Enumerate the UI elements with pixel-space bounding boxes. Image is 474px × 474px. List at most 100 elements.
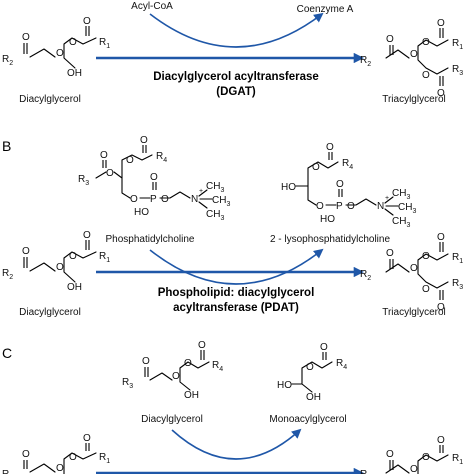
svg-text:O: O xyxy=(437,88,445,99)
svg-text:O: O xyxy=(320,342,328,353)
svg-text:R1: R1 xyxy=(99,251,110,264)
panel-letter-b: B xyxy=(2,138,11,154)
svg-text:OH: OH xyxy=(306,392,321,403)
svg-text:P: P xyxy=(150,194,157,205)
cofactor-out-label: 2 - lysophosphatidylcholine xyxy=(270,234,391,245)
svg-text:O: O xyxy=(437,18,445,29)
cofactor-in-label: Diacylglycerol xyxy=(141,414,203,425)
panel-letter-c: C xyxy=(2,345,12,361)
enzyme-abbreviation: (DGAT) xyxy=(216,86,256,98)
svg-text:O: O xyxy=(312,162,320,173)
svg-text:O: O xyxy=(56,463,64,474)
panel-b: B R3 O O O O R4 O P O HO O N + CH3 CH3 C… xyxy=(2,135,463,318)
svg-text:O: O xyxy=(130,194,138,205)
diacylglycerol-donor-structure: R3 O O O O R4 OH xyxy=(122,340,223,401)
svg-text:P: P xyxy=(336,201,343,212)
svg-text:HO: HO xyxy=(277,380,292,391)
svg-text:HO: HO xyxy=(281,182,296,193)
svg-text:R1: R1 xyxy=(99,452,110,465)
svg-text:O: O xyxy=(336,179,344,190)
svg-text:R1: R1 xyxy=(452,453,463,466)
substrate-label: Diacylglycerol xyxy=(19,307,81,318)
svg-text:O: O xyxy=(347,201,355,212)
svg-text:R4: R4 xyxy=(156,151,167,164)
svg-text:O: O xyxy=(198,340,206,351)
svg-text:O: O xyxy=(184,358,192,369)
cofactor-in-label: Phosphatidylcholine xyxy=(106,234,195,245)
svg-text:O: O xyxy=(56,48,64,59)
svg-text:O: O xyxy=(22,449,30,460)
svg-text:R2: R2 xyxy=(360,469,371,474)
svg-text:O: O xyxy=(422,37,430,48)
svg-text:O: O xyxy=(386,248,394,259)
svg-text:O: O xyxy=(422,70,430,81)
svg-text:O: O xyxy=(22,32,30,43)
cofactor-out-label: Monoacylglycerol xyxy=(269,414,346,425)
svg-text:OH: OH xyxy=(67,282,82,293)
svg-text:O: O xyxy=(69,251,77,262)
svg-text:CH3: CH3 xyxy=(206,181,224,194)
panel-a: Acyl-CoA Coenzyme A Diacylglycerol acylt… xyxy=(2,1,463,105)
triacylglycerol-structure: R2 O O O O O O R1 R3 xyxy=(360,18,463,99)
svg-text:OH: OH xyxy=(184,390,199,401)
svg-text:O: O xyxy=(422,452,430,463)
svg-text:R4: R4 xyxy=(336,358,347,371)
svg-text:O: O xyxy=(83,16,91,27)
svg-text:CH3: CH3 xyxy=(206,209,224,222)
svg-text:+: + xyxy=(385,195,389,202)
svg-text:O: O xyxy=(422,284,430,295)
svg-text:OH: OH xyxy=(67,68,82,79)
svg-text:N: N xyxy=(377,201,384,212)
svg-text:R2: R2 xyxy=(360,269,371,282)
svg-text:O: O xyxy=(386,34,394,45)
svg-text:O: O xyxy=(410,49,418,60)
panel-c: C R3 O O O O R4 OH Diacylglycerol HO O O… xyxy=(2,340,463,474)
phosphatidylcholine-structure: R3 O O O O R4 O P O HO O N + CH3 CH3 CH3 xyxy=(78,135,230,222)
substrate-label: Diacylglycerol xyxy=(19,94,81,105)
cofactor-curve-arrow xyxy=(149,12,324,48)
enzyme-name: Diacylglycerol acyltransferase xyxy=(153,71,319,83)
cofactor-out-label: Coenzyme A xyxy=(297,4,354,15)
svg-text:R3: R3 xyxy=(122,377,133,390)
cofactor-in-label: Acyl-CoA xyxy=(131,1,173,12)
svg-text:R2: R2 xyxy=(2,469,13,474)
svg-text:R3: R3 xyxy=(78,174,89,187)
svg-text:R2: R2 xyxy=(360,55,371,68)
svg-text:O: O xyxy=(106,168,114,179)
svg-text:O: O xyxy=(142,356,150,367)
svg-text:R2: R2 xyxy=(2,268,13,281)
svg-text:N: N xyxy=(191,194,198,205)
svg-text:O: O xyxy=(410,464,418,474)
svg-text:R1: R1 xyxy=(452,38,463,51)
svg-text:O: O xyxy=(22,246,30,257)
svg-text:R1: R1 xyxy=(452,252,463,265)
svg-text:O: O xyxy=(437,232,445,243)
svg-text:O: O xyxy=(69,37,77,48)
enzyme-abbreviation: acyltransferase (PDAT) xyxy=(173,302,299,314)
svg-text:R4: R4 xyxy=(212,360,223,373)
product-label: Triacylglycerol xyxy=(382,307,446,318)
svg-text:O: O xyxy=(83,433,91,444)
enzyme-name: Phospholipid: diacylglycerol xyxy=(158,287,315,299)
triacylglycerol-structure-partial: R2 O O O O R1 xyxy=(360,435,463,474)
svg-text:CH3: CH3 xyxy=(392,188,410,201)
svg-text:O: O xyxy=(126,155,134,166)
svg-text:R2: R2 xyxy=(2,54,13,67)
svg-text:R3: R3 xyxy=(452,64,463,77)
triacylglycerol-structure: R2 O O O O O O R1 R3 xyxy=(360,232,463,313)
product-label: Triacylglycerol xyxy=(382,94,446,105)
svg-text:+: + xyxy=(199,188,203,195)
svg-text:HO: HO xyxy=(320,214,335,225)
cofactor-curve-arrow xyxy=(149,248,324,285)
svg-text:O: O xyxy=(386,449,394,460)
svg-text:O: O xyxy=(437,435,445,446)
diacylglycerol-structure: R2 O O O O R1 OH xyxy=(2,230,110,293)
svg-text:O: O xyxy=(69,452,77,463)
svg-text:O: O xyxy=(306,362,314,373)
svg-text:O: O xyxy=(100,150,108,161)
svg-text:O: O xyxy=(83,230,91,241)
svg-text:O: O xyxy=(326,142,334,153)
svg-text:HO: HO xyxy=(134,207,149,218)
svg-text:CH3: CH3 xyxy=(392,216,410,229)
svg-text:R3: R3 xyxy=(452,278,463,291)
